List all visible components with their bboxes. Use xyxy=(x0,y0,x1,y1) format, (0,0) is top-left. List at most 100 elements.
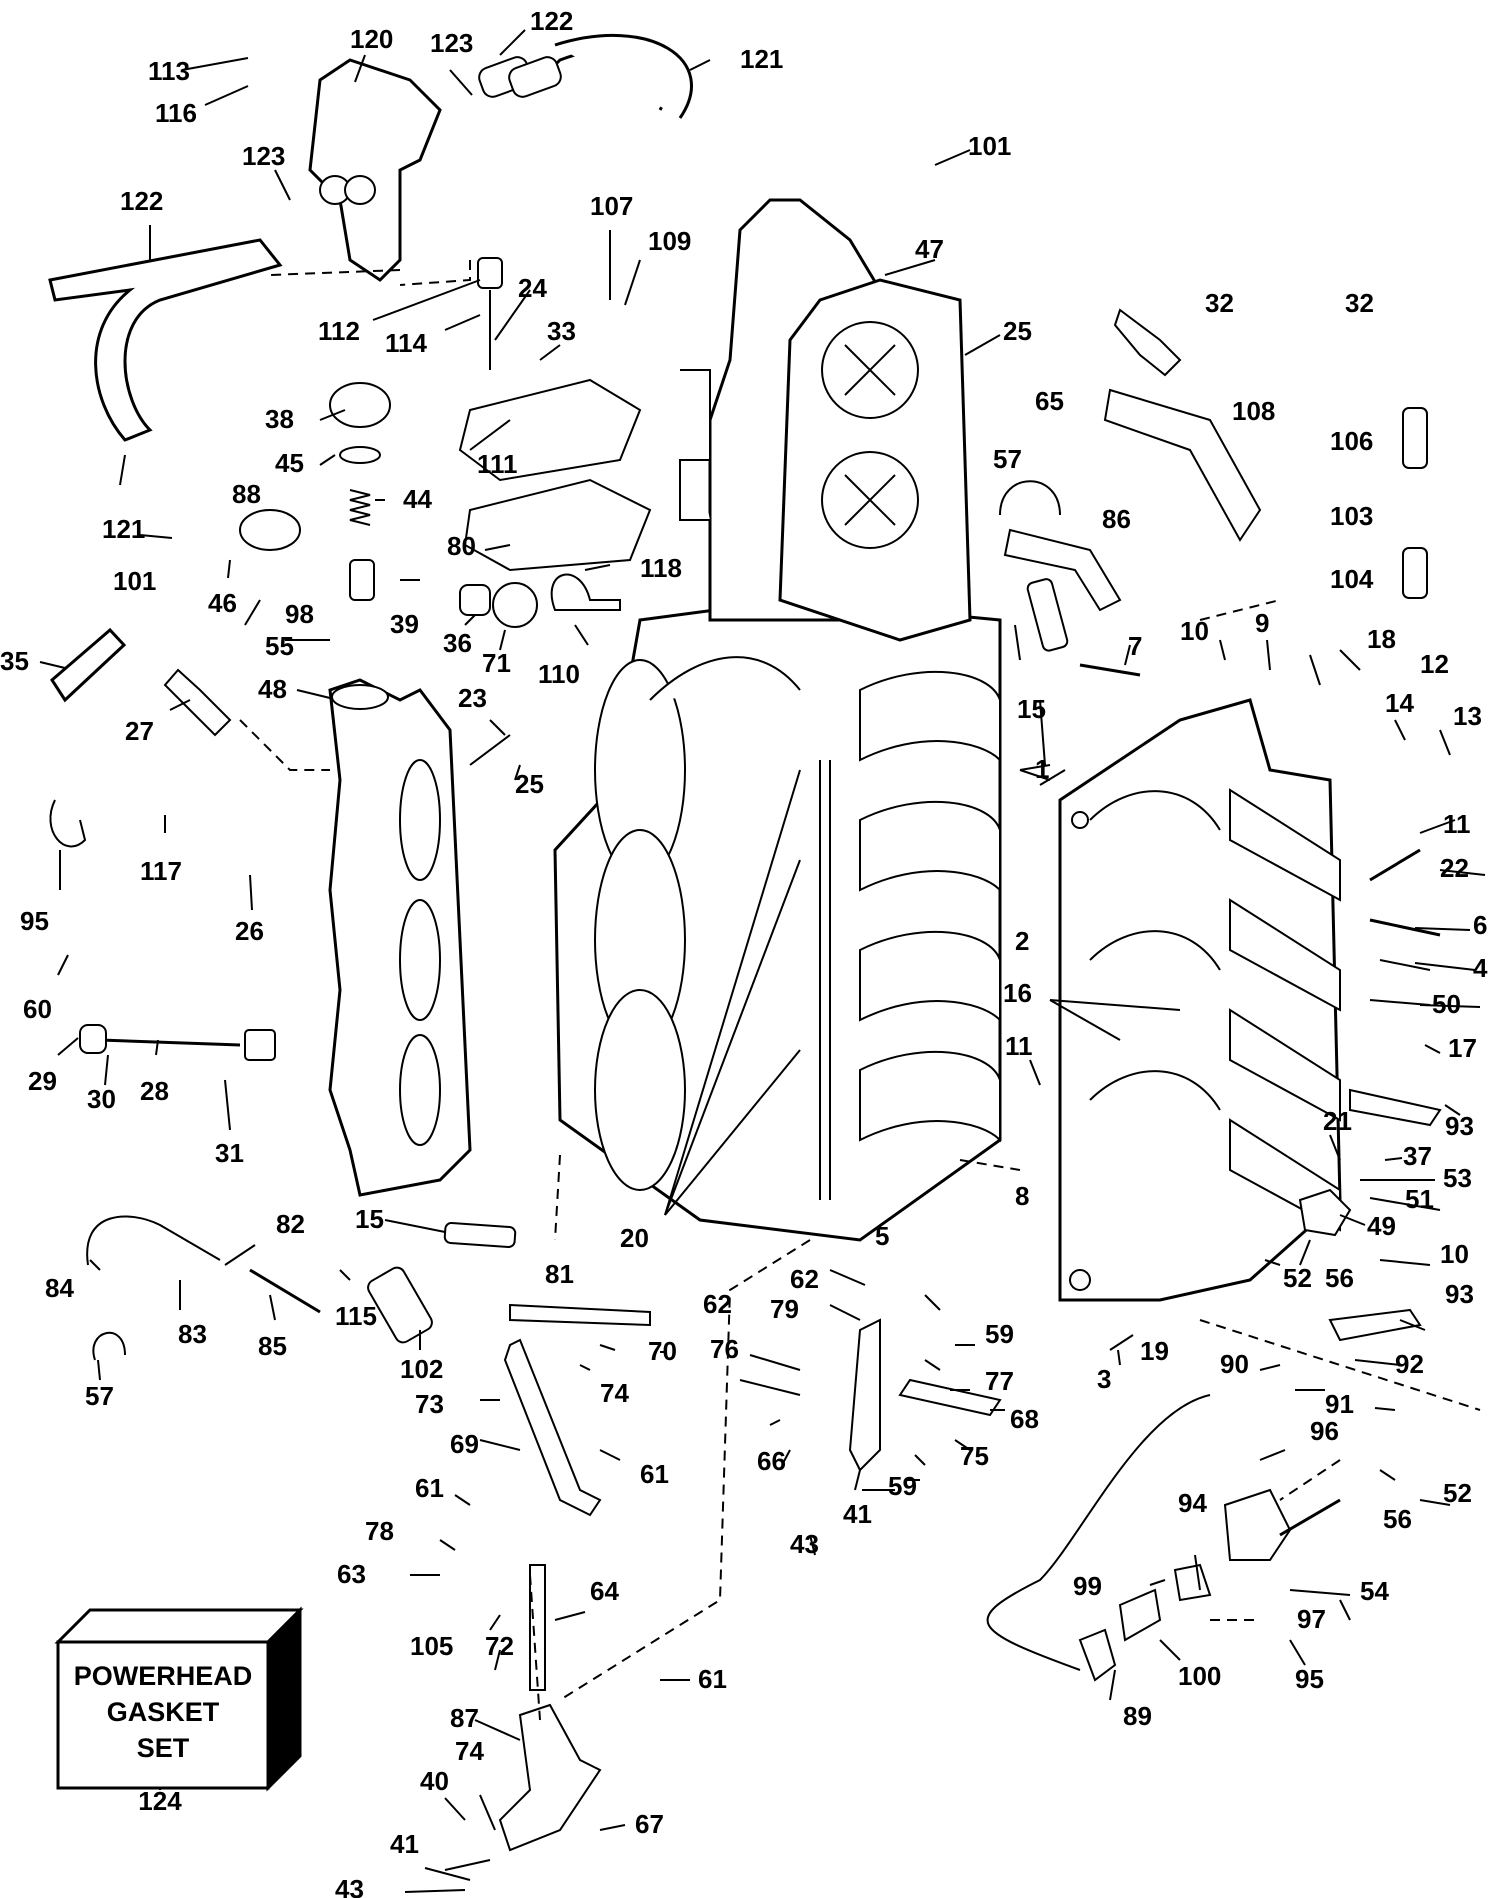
callout-51: 51 xyxy=(1405,1184,1434,1214)
callout-69: 69 xyxy=(450,1429,479,1459)
callout-40: 40 xyxy=(420,1766,449,1796)
callout-62: 62 xyxy=(790,1264,819,1294)
callout-15: 15 xyxy=(1017,694,1046,724)
callout-19: 19 xyxy=(1140,1336,1169,1366)
callout-49: 49 xyxy=(1367,1211,1396,1241)
callout-62b: 62 xyxy=(703,1289,732,1319)
gasket-box-line3: SET xyxy=(137,1733,190,1763)
callout-1: 1 xyxy=(1035,754,1049,784)
callout-50: 50 xyxy=(1432,989,1461,1019)
callout-27: 27 xyxy=(125,716,154,746)
callout-98: 98 xyxy=(285,599,314,629)
callout-12: 12 xyxy=(1420,649,1449,679)
callout-83: 83 xyxy=(178,1319,207,1349)
callout-77: 77 xyxy=(985,1366,1014,1396)
callout-60: 60 xyxy=(23,994,52,1024)
callout-7: 7 xyxy=(1128,631,1142,661)
callout-46: 46 xyxy=(208,588,237,618)
small-parts xyxy=(49,250,1442,1852)
callout-102: 102 xyxy=(400,1354,443,1384)
callout-103: 103 xyxy=(1330,501,1373,531)
callout-43: 43 xyxy=(790,1529,819,1559)
callout-4: 4 xyxy=(1473,953,1488,983)
callout-52: 52 xyxy=(1283,1263,1312,1293)
callout-113: 113 xyxy=(148,56,190,86)
callout-23: 23 xyxy=(458,683,487,713)
callout-122b: 122 xyxy=(120,186,163,216)
callout-108: 108 xyxy=(1232,396,1275,426)
callout-71: 71 xyxy=(482,648,511,678)
callout-53: 53 xyxy=(1443,1163,1472,1193)
callout-79: 79 xyxy=(770,1294,799,1324)
callout-72: 72 xyxy=(485,1631,514,1661)
callout-26: 26 xyxy=(235,916,264,946)
callout-80: 80 xyxy=(447,531,476,561)
callout-57: 57 xyxy=(993,444,1022,474)
callout-96: 96 xyxy=(1310,1416,1339,1446)
callout-22: 22 xyxy=(1440,853,1469,883)
callout-48: 48 xyxy=(258,674,287,704)
callout-25b: 25 xyxy=(515,769,544,799)
callout-65: 65 xyxy=(1035,386,1064,416)
callout-14: 14 xyxy=(1385,688,1414,718)
thermostat-housing xyxy=(308,58,442,282)
callout-123b: 123 xyxy=(242,141,285,171)
callout-61c: 61 xyxy=(698,1664,727,1694)
callout-13: 13 xyxy=(1453,701,1482,731)
callout-20: 20 xyxy=(620,1223,649,1253)
callout-109: 109 xyxy=(648,226,691,256)
callout-47: 47 xyxy=(915,234,944,264)
callout-95: 95 xyxy=(20,906,49,936)
callout-81: 81 xyxy=(545,1259,574,1289)
callout-67: 67 xyxy=(635,1809,664,1839)
callout-31: 31 xyxy=(215,1138,244,1168)
callout-116: 116 xyxy=(155,98,197,128)
callout-41: 41 xyxy=(843,1499,872,1529)
callout-99: 99 xyxy=(1073,1571,1102,1601)
callout-92: 92 xyxy=(1395,1349,1424,1379)
callout-8: 8 xyxy=(1015,1181,1029,1211)
callout-97: 97 xyxy=(1297,1604,1326,1634)
callout-94: 94 xyxy=(1178,1488,1207,1518)
callout-10: 10 xyxy=(1180,616,1209,646)
callout-10b: 10 xyxy=(1440,1239,1469,1269)
callout-52b: 52 xyxy=(1443,1478,1472,1508)
callout-84: 84 xyxy=(45,1273,74,1303)
dashed-guides xyxy=(239,260,1481,1721)
callout-25: 25 xyxy=(1003,316,1032,346)
callout-74: 74 xyxy=(600,1378,629,1408)
callout-118: 118 xyxy=(640,553,682,583)
callout-32: 32 xyxy=(1205,288,1234,318)
callout-11b: 11 xyxy=(1005,1031,1033,1061)
callout-78: 78 xyxy=(365,1516,394,1546)
callout-93b: 93 xyxy=(1445,1279,1474,1309)
callout-122: 122 xyxy=(530,6,573,36)
callout-29: 29 xyxy=(28,1066,57,1096)
callout-16: 16 xyxy=(1003,978,1032,1008)
callout-41b: 41 xyxy=(390,1829,419,1859)
callout-117: 117 xyxy=(140,856,182,886)
callout-6: 6 xyxy=(1473,910,1487,940)
callout-63: 63 xyxy=(337,1559,366,1589)
callout-5: 5 xyxy=(875,1221,889,1251)
callout-70: 70 xyxy=(648,1336,677,1366)
callout-112: 112 xyxy=(318,316,360,346)
callout-2: 2 xyxy=(1015,926,1029,956)
callout-85: 85 xyxy=(258,1331,287,1361)
callout-18: 18 xyxy=(1367,624,1396,654)
callout-110: 110 xyxy=(538,659,580,689)
callout-59b: 59 xyxy=(888,1471,917,1501)
callout-28: 28 xyxy=(140,1076,169,1106)
callout-90: 90 xyxy=(1220,1349,1249,1379)
callout-35: 35 xyxy=(0,646,29,676)
callout-74b: 74 xyxy=(455,1736,484,1766)
callout-21: 21 xyxy=(1323,1106,1352,1136)
callout-115: 115 xyxy=(335,1301,377,1331)
callout-11: 11 xyxy=(1443,809,1471,839)
callout-68: 68 xyxy=(1010,1404,1039,1434)
gasket-box-ref: 124 xyxy=(138,1786,182,1816)
callout-88: 88 xyxy=(232,479,261,509)
callout-106: 106 xyxy=(1330,426,1373,456)
callout-64: 64 xyxy=(590,1576,619,1606)
